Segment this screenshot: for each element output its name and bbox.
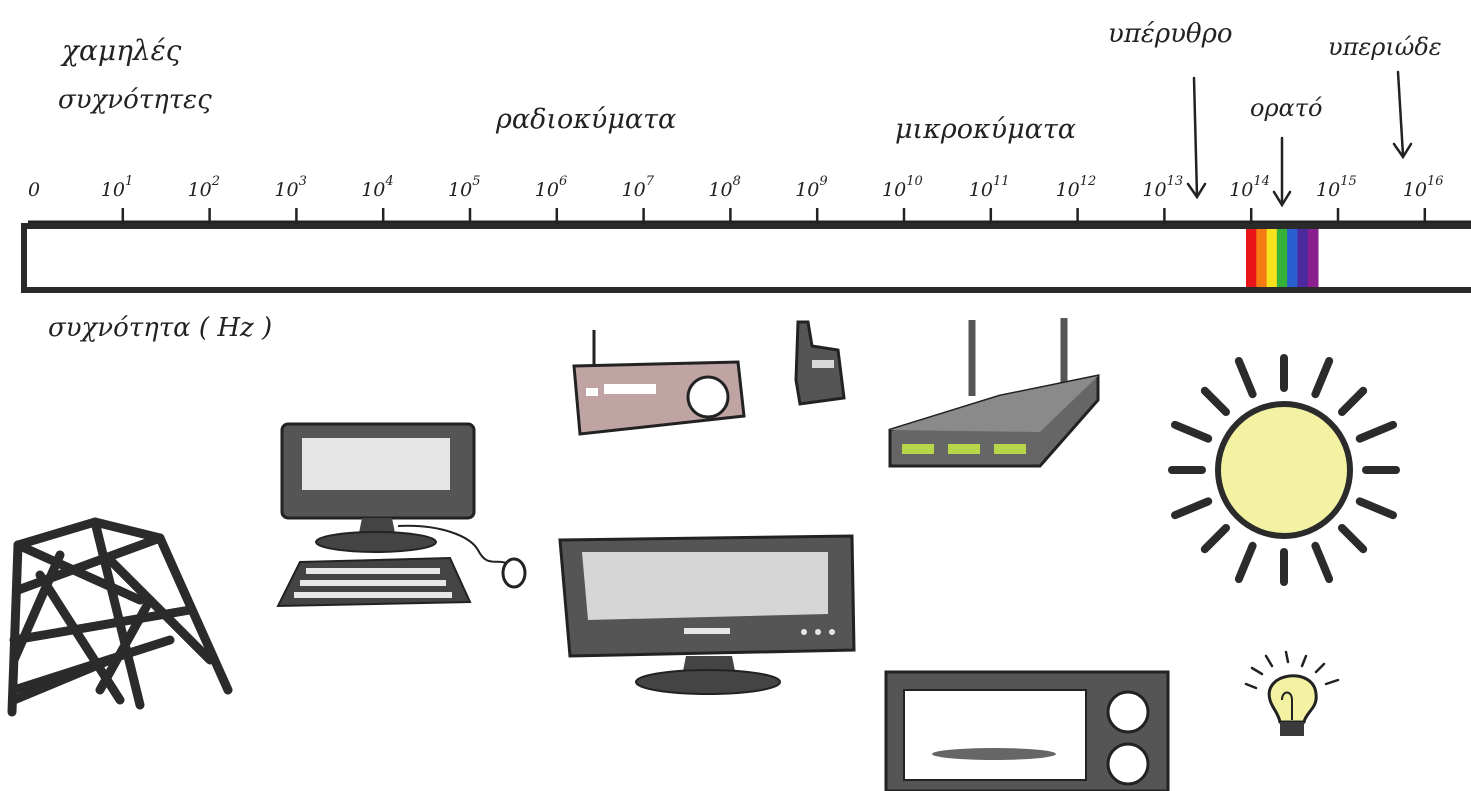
microwaves-label: μικροκύματα (895, 114, 1076, 145)
radio-icon (572, 330, 746, 436)
mouse-icon (501, 557, 527, 589)
scale-tick-label: 0 (28, 179, 40, 201)
transmission-tower-icon (7, 517, 233, 717)
sun-ray (1337, 386, 1368, 417)
ultraviolet-label: υπεριώδε (1328, 33, 1442, 61)
scale-tick-label: 1016 (1403, 174, 1444, 201)
visible-band-stripe (1287, 229, 1298, 287)
radio-waves-label: ραδιοκύματα (495, 104, 676, 135)
visible-band-stripe (1297, 229, 1309, 287)
sun-ray (1337, 523, 1368, 554)
scale-tick-labels: 0 101 102 103 104 105 106 107 108 109 1010 1011 1012… (28, 174, 1444, 201)
microwave-oven-icon (884, 670, 1170, 791)
sun-ray (1170, 420, 1213, 443)
sun-ray (1355, 420, 1398, 443)
sun-ray (1200, 386, 1231, 417)
scale-tick-label: 1010 (882, 174, 923, 201)
visible-band-stripe (1276, 229, 1288, 287)
scale-tick-label: 1015 (1316, 174, 1357, 201)
scale-tick-label: 1013 (1142, 174, 1183, 201)
sun-ray (1311, 356, 1334, 399)
sun-ray (1355, 497, 1398, 520)
frequency-bar (21, 223, 1471, 293)
infrared-label: υπέρυθρο (1108, 19, 1233, 49)
visible-label: ορατό (1250, 94, 1323, 122)
low-frequency-label-line2: συχνότητες (58, 85, 212, 115)
visible-light-band (1246, 229, 1319, 287)
low-frequency-label-line1: χαμηλές (60, 34, 182, 67)
flat-tv-icon (558, 534, 856, 695)
scale-tick-label: 101 (101, 174, 133, 201)
sun-ray (1234, 541, 1257, 584)
sun-ray (1311, 541, 1334, 584)
visible-band-stripe (1307, 229, 1319, 287)
visible-band-stripe (1266, 229, 1278, 287)
sun-ray (1200, 523, 1231, 554)
visible-band-stripe (1246, 229, 1257, 287)
visible-band-stripe (1256, 229, 1268, 287)
scale-tick-label: 1011 (969, 174, 1010, 201)
scale-tick-label: 109 (795, 174, 827, 201)
wifi-router-icon (888, 318, 1100, 468)
scale-tick-label: 103 (274, 174, 306, 201)
scale-tick-label: 108 (708, 174, 740, 201)
sun-ray (1170, 497, 1213, 520)
frequency-axis-label: συχνότητα ( Hz ) (48, 313, 272, 343)
scale-tick-label: 104 (361, 174, 393, 201)
scale-tick-label: 107 (622, 174, 655, 201)
light-bulb-icon (1244, 650, 1340, 736)
spectrum-scale: 0 101 102 103 104 105 106 107 108 109 1010 1011 1012… (21, 174, 1471, 293)
scale-ticks (121, 208, 1427, 224)
walkie-talkie-icon (794, 320, 846, 406)
scale-tick-label: 105 (448, 174, 480, 201)
scale-tick-label: 106 (535, 174, 567, 201)
desktop-computer-icon (276, 422, 527, 608)
visible-arrow (1272, 136, 1292, 208)
scale-tick-label: 102 (188, 174, 220, 201)
scale-tick-label: 1014 (1229, 174, 1270, 201)
sun-icon (1168, 354, 1400, 586)
scale-tick-label: 1012 (1056, 174, 1097, 201)
ultraviolet-arrow (1392, 70, 1413, 160)
sun-ray (1234, 356, 1257, 399)
infrared-arrow (1186, 76, 1207, 200)
